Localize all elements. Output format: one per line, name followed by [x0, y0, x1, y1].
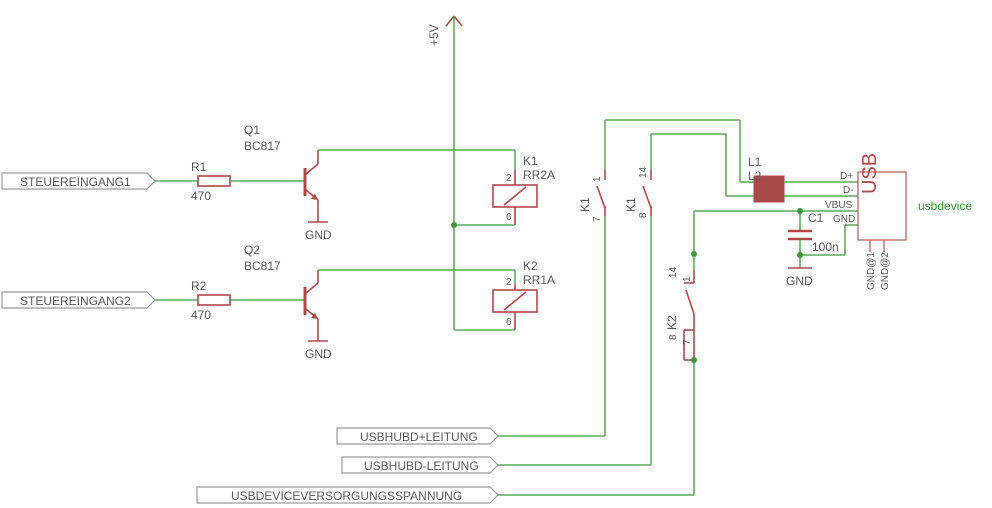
k2-contact-pin-b: 1: [682, 276, 693, 282]
resistor-r2: R2 470: [155, 279, 304, 322]
q1-value: BC817: [244, 139, 281, 153]
q1-gnd: GND: [305, 228, 332, 242]
k1b-pin-top: 14: [638, 166, 649, 178]
k2-contact-pin-c: 8: [668, 334, 679, 340]
l1-name: L1: [748, 155, 762, 169]
q2-name: Q2: [244, 243, 260, 257]
capacitor-c1: C1 100n GND: [786, 211, 839, 288]
inductor-l1: L1 L2: [725, 120, 858, 203]
k1-value: RR2A: [523, 168, 555, 182]
r1-value: 470: [191, 189, 211, 203]
q1-name: Q1: [244, 123, 260, 137]
junction-contact-k2-top: [691, 251, 697, 257]
net-port-hub-minus: USBHUBD-LEITUNG: [341, 456, 651, 474]
relay-coil-k1: 2 6 K1 RR2A: [454, 154, 555, 226]
k1-coil-pin-bottom: 6: [506, 212, 512, 223]
input-port-2-label: STEUEREINGANG2: [20, 294, 131, 308]
r2-name: R2: [191, 279, 207, 293]
relay-contact-k1-a: 1 7 K1: [578, 119, 740, 436]
usb-pin-dm: D-: [843, 185, 854, 196]
usb-pin-gnd1: GND@1: [866, 252, 877, 290]
net-device-supply-label: USBDEVICEVERSORGUNGSSPANNUNG: [231, 489, 462, 503]
k1b-name: K1: [624, 197, 638, 212]
input-port-2: STEUEREINGANG2: [1, 291, 156, 309]
l1-value: L2: [748, 169, 762, 183]
usb-pin-dp: D+: [840, 171, 853, 182]
usb-device-name: usbdevice: [918, 199, 972, 213]
input-port-1: STEUEREINGANG1: [1, 172, 156, 190]
relay-coil-k2: 2 6 K2 RR1A: [454, 259, 555, 331]
net-port-device-supply: USBDEVICEVERSORGUNGSSPANNUNG: [196, 486, 694, 504]
r2-value: 470: [191, 308, 211, 322]
k1a-pin-top: 1: [592, 176, 603, 182]
k2-name: K2: [523, 259, 538, 273]
usb-connector: USB D+ D- VBUS GND GND@1 GND@2 usbdevice: [825, 153, 972, 290]
transistor-q2: Q2 BC817 GND: [244, 243, 516, 361]
k1b-pin-bottom: 8: [638, 212, 649, 218]
junction-vbus: [797, 208, 803, 214]
k2-contact-pin-a: 14: [668, 266, 679, 278]
q2-value: BC817: [244, 259, 281, 273]
relay-contact-k1-b: 14 8 K1: [624, 133, 726, 465]
c1-value: 100n: [812, 240, 839, 254]
r1-name: R1: [191, 160, 207, 174]
usb-pin-vbus: VBUS: [825, 200, 853, 211]
input-port-1-label: STEUEREINGANG1: [20, 175, 131, 189]
k2-contact-name: K2: [665, 315, 679, 330]
c1-name: C1: [808, 211, 824, 225]
usb-pin-gnd: GND: [833, 214, 855, 225]
usb-pin-gnd2: GND@2: [880, 252, 891, 290]
relay-contact-k2: 14 1 K2 8 7: [665, 266, 695, 495]
c1-gnd: GND: [786, 274, 813, 288]
net-hub-minus-label: USBHUBD-LEITUNG: [364, 459, 479, 473]
junction-contact-k2-bottom: [691, 357, 697, 363]
vbus-path: [693, 210, 858, 270]
usb-symbol: USB: [859, 153, 881, 194]
k1a-name: K1: [578, 197, 592, 212]
q2-gnd: GND: [305, 347, 332, 361]
transistor-q1: Q1 BC817 GND: [244, 123, 516, 242]
resistor-r1: R1 470: [155, 160, 304, 203]
k2-contact-pin-d: 7: [682, 339, 693, 345]
junction-coil-k1: [451, 222, 457, 228]
k1a-pin-bottom: 7: [592, 216, 603, 222]
net-port-hub-plus: USBHUBD+LEITUNG: [336, 427, 605, 445]
k1-name: K1: [523, 154, 538, 168]
supply-label: +5V: [427, 24, 441, 46]
k2-coil-pin-top: 2: [506, 277, 512, 288]
k2-coil-pin-bottom: 6: [506, 317, 512, 328]
k1-coil-pin-top: 2: [506, 173, 512, 184]
supply-5v: +5V: [427, 15, 463, 330]
k2-value: RR1A: [523, 273, 555, 287]
net-hub-plus-label: USBHUBD+LEITUNG: [360, 430, 478, 444]
